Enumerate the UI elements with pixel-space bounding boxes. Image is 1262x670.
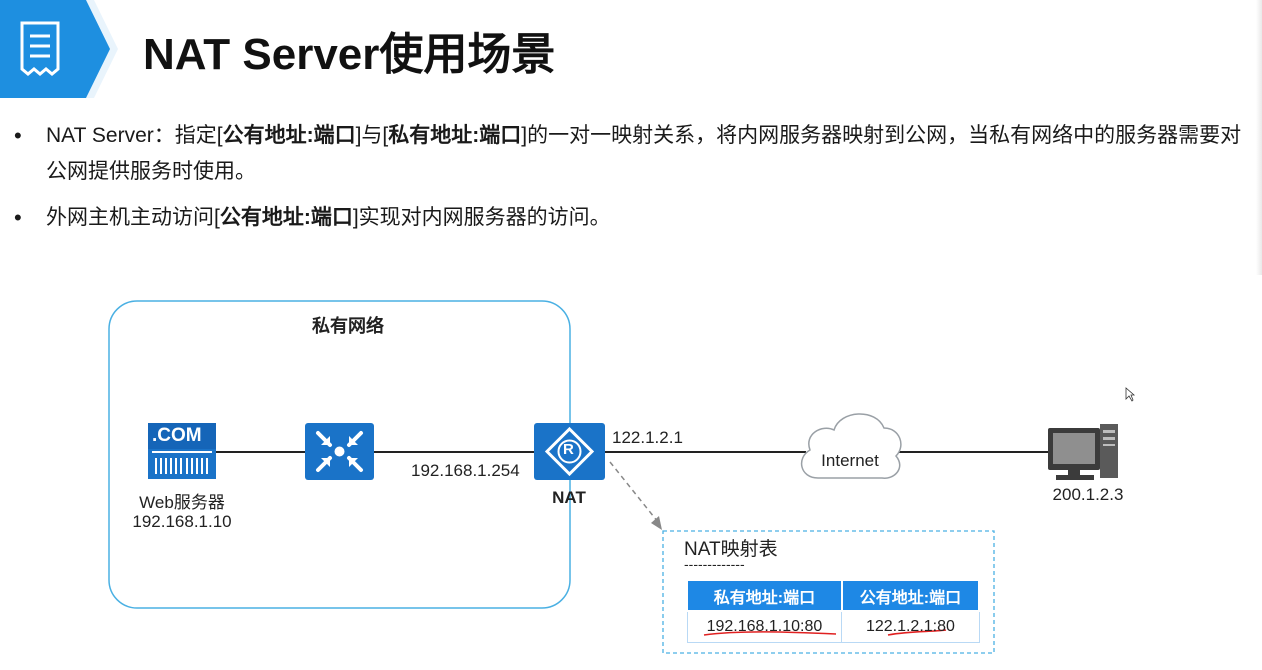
table-pointer-line [609, 461, 659, 523]
switch-icon [305, 423, 374, 480]
web-server-icon-text: .COM [152, 425, 202, 446]
web-server-icon [148, 423, 216, 479]
table-cell-private: 192.168.1.10:80 [686, 610, 843, 643]
host-ip: 200.1.2.3 [1052, 485, 1124, 504]
table-cell-public: 122.1.2.1:80 [841, 610, 980, 643]
table-header-public: 公有地址:端口 [840, 579, 981, 612]
bullet-dot: • [14, 123, 22, 148]
bullet-item: • NAT Server：指定[公有地址:端口]与[私有地址:端口]的一对一映射… [14, 118, 1262, 190]
nat-table-dashes: ------------- [684, 556, 745, 572]
bullet-text-segment: ]与[ [355, 124, 389, 147]
private-network-label: 私有网络 [312, 316, 384, 336]
internet-label: Internet [821, 451, 879, 470]
bullet-text-segment: ]的一对一映射关系，将内网服务器映射到公网，当私有网络中的服务器需要对公网提供服… [46, 124, 1242, 183]
router-icon [534, 423, 605, 480]
bullet-text-segment: NAT Server：指定[ [46, 124, 223, 147]
bullet-dot: • [14, 205, 22, 230]
page-title: NAT Server使用场景 [143, 30, 556, 79]
document-icon [20, 21, 60, 76]
mouse-cursor-icon [1125, 387, 1136, 402]
bullet-list: • NAT Server：指定[公有地址:端口]与[私有地址:端口]的一对一映射… [14, 118, 1262, 236]
bullet-text-segment: 外网主机主动访问[ [46, 206, 220, 229]
internet-cloud-icon [800, 413, 902, 479]
router-inside-ip: 192.168.1.254 [411, 461, 520, 480]
header-ribbon [0, 0, 120, 98]
router-name: NAT [552, 488, 586, 507]
web-server-ip: 192.168.1.10 [132, 512, 232, 531]
bullet-text-segment: 公有地址:端口 [219, 206, 353, 229]
table-header-private: 私有地址:端口 [686, 579, 843, 612]
bullet-text-segment: 公有地址:端口 [222, 124, 356, 147]
router-icon-letter: R [563, 441, 574, 458]
table-row: 192.168.1.10:80 122.1.2.1:80 [686, 610, 980, 643]
nat-mapping-table: 私有地址:端口 公有地址:端口 192.168.1.10:80 122.1.2.… [686, 579, 981, 643]
bullet-item: • 外网主机主动访问[公有地址:端口]实现对内网服务器的访问。 [14, 200, 1262, 236]
pc-icon [1048, 424, 1118, 480]
bullet-text-segment: ]实现对内网服务器的访问。 [352, 206, 611, 229]
nat-table-title: NAT映射表 [684, 539, 778, 560]
router-outside-ip: 122.1.2.1 [612, 428, 683, 447]
scroll-edge [1256, 0, 1262, 275]
table-header-row: 私有地址:端口 公有地址:端口 [686, 579, 981, 612]
nat-table-frame [662, 530, 995, 654]
bullet-text-segment: 私有地址:端口 [388, 124, 522, 147]
web-server-name: Web服务器 [139, 493, 225, 512]
table-pointer-arrowhead [651, 516, 662, 530]
